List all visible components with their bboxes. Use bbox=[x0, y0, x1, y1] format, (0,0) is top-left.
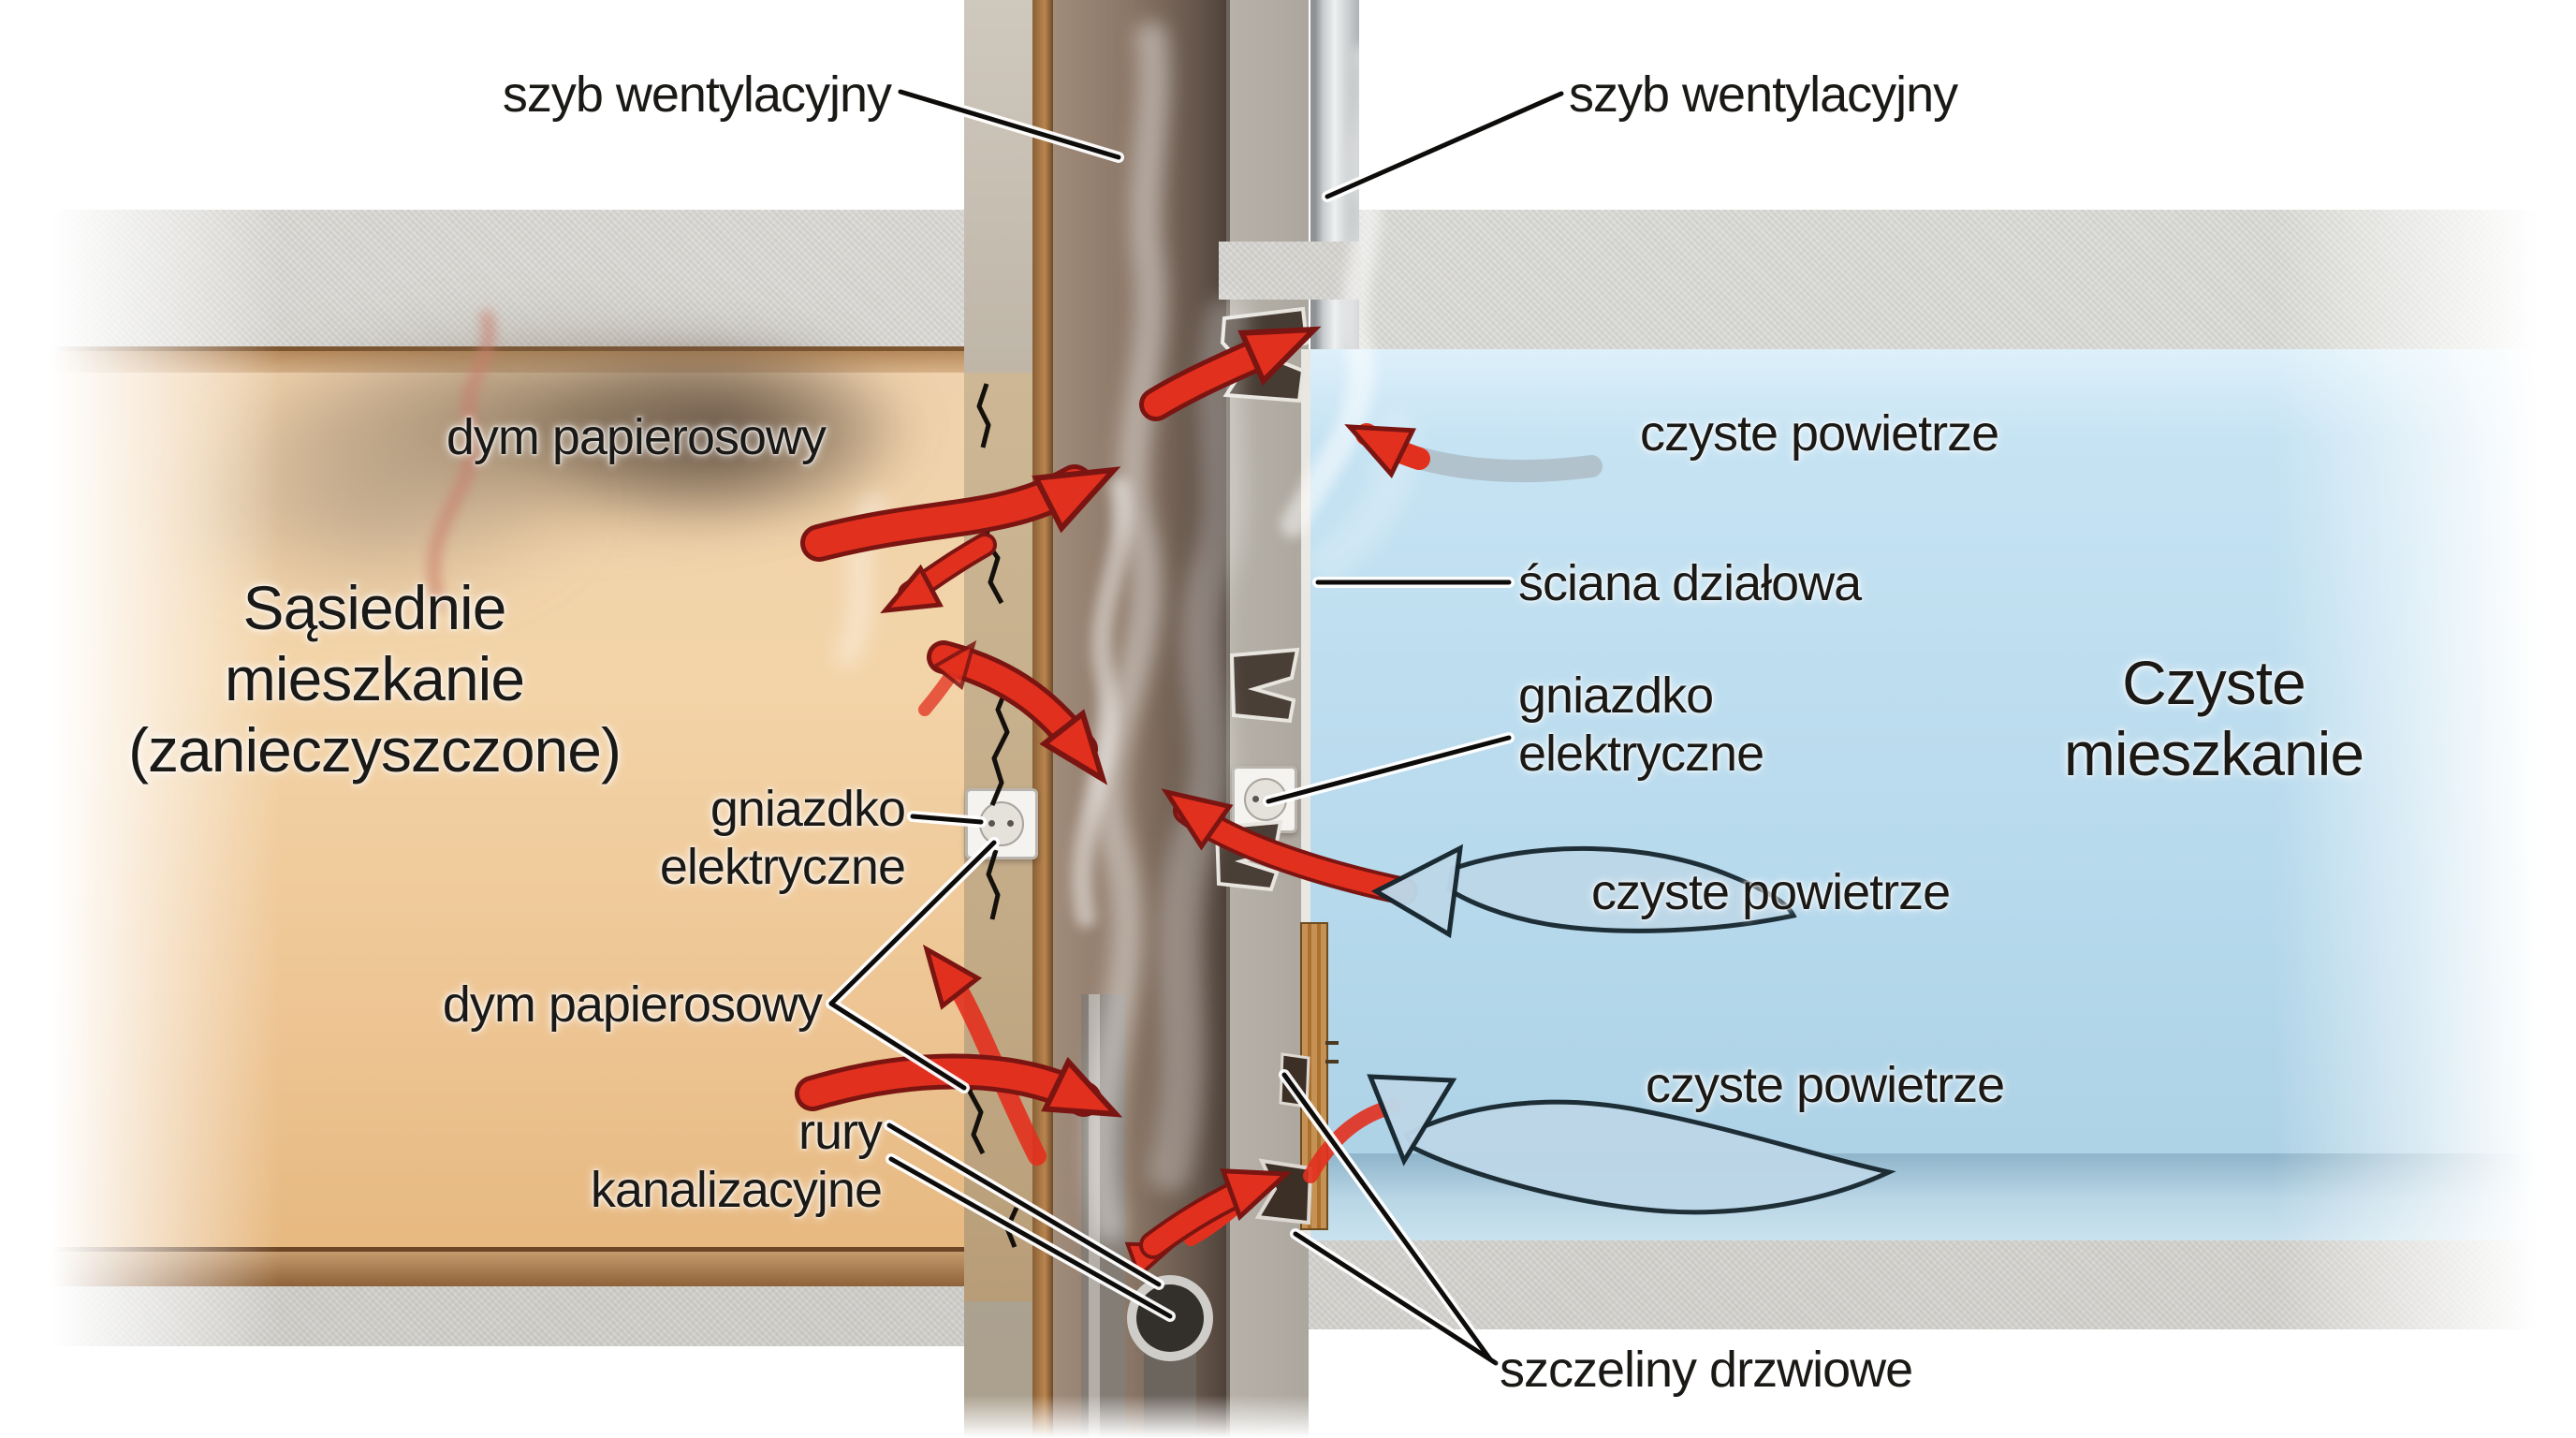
smoke-arrow-head bbox=[1039, 709, 1108, 785]
clean-air-arrows bbox=[1344, 423, 1896, 1215]
smoke-arrow-head bbox=[922, 944, 983, 1010]
label-shaft-right: szyb wentylacyjny bbox=[1569, 66, 1958, 123]
label-clean-air-1: czyste powietrze bbox=[1640, 405, 1999, 462]
smoke-wisp-clean-room bbox=[1281, 43, 1383, 537]
crack-icon bbox=[976, 383, 991, 448]
label-outlet-right: gniazdko elektryczne bbox=[1518, 668, 1764, 783]
smoke-wisp bbox=[1085, 22, 1170, 1242]
smoke-swirl-red bbox=[427, 310, 496, 610]
leader-door-gaps-2 bbox=[1293, 1231, 1499, 1366]
label-smoke-top: dym papierosowy bbox=[446, 409, 827, 465]
smoke-arrow-head bbox=[1237, 326, 1322, 387]
crack-icon bbox=[986, 849, 1001, 920]
door-hinge-marks bbox=[1325, 1041, 1339, 1045]
outlet-right-hole bbox=[1252, 796, 1259, 802]
leader-lines bbox=[826, 86, 1567, 1369]
outlet-left-socket bbox=[979, 801, 1024, 846]
room-left-title: Sąsiednie mieszkanie (zanieczyszczone) bbox=[128, 573, 622, 785]
smoke-wisp bbox=[1149, 297, 1250, 1192]
smoke-arrow-head bbox=[880, 564, 944, 614]
clean-air-arrow-head bbox=[1344, 424, 1417, 479]
smoke-arrow-head bbox=[931, 639, 977, 691]
smoke-arrows bbox=[795, 326, 1418, 1280]
leader-pipes-1 bbox=[886, 1123, 1162, 1287]
clean-air-arrow-head bbox=[1367, 1074, 1457, 1167]
leader-outlet-left bbox=[910, 814, 984, 825]
door-hinge-marks-2 bbox=[1325, 1060, 1339, 1064]
label-pipes: rury kanalizacyjne bbox=[590, 1104, 883, 1219]
outlet-left-hole-2 bbox=[1007, 820, 1014, 827]
clean-air-arrow-body bbox=[1402, 1099, 1896, 1215]
gap-upper-mid bbox=[1229, 647, 1300, 724]
outlet-left bbox=[965, 788, 1038, 859]
crack-icon bbox=[989, 681, 1012, 806]
leader-smoke-bottom-2 bbox=[828, 1001, 967, 1091]
label-outlet-left: gniazdko elektryczne bbox=[659, 781, 906, 896]
outlet-left-hole bbox=[988, 820, 995, 827]
leader-shaft-left bbox=[898, 89, 1121, 160]
wall-cracks bbox=[967, 383, 1019, 1248]
label-smoke-bottom: dym papierosowy bbox=[442, 976, 823, 1033]
room-right-title: Czyste mieszkanie bbox=[2063, 648, 2364, 788]
smoke-arrow-head bbox=[1041, 1056, 1123, 1118]
smoke-cloud-dark bbox=[524, 332, 917, 534]
leader-outlet-right bbox=[1266, 735, 1512, 804]
clean-air-arrow-head bbox=[1370, 844, 1464, 939]
smoke-arrow-head bbox=[1032, 466, 1121, 534]
label-door-gaps: szczeliny drzwiowe bbox=[1500, 1342, 1913, 1398]
leader-shaft-right bbox=[1325, 91, 1564, 199]
smoke-arrow-head bbox=[1220, 1168, 1293, 1222]
label-clean-air-2: czyste powietrze bbox=[1591, 864, 1951, 920]
label-clean-air-3: czyste powietrze bbox=[1646, 1057, 2005, 1113]
leader-door-gaps-1 bbox=[1281, 1072, 1493, 1362]
clean-air-arrow-body bbox=[1446, 845, 1797, 933]
label-partition: ściana działowa bbox=[1518, 555, 1862, 611]
leader-pipes-2 bbox=[888, 1156, 1173, 1319]
label-shaft-left: szyb wentylacyjny bbox=[502, 66, 892, 123]
leader-smoke-bottom-1 bbox=[828, 840, 997, 1006]
ceiling-junction-bar bbox=[1219, 242, 1361, 300]
sewage-pipe-vertical bbox=[1081, 994, 1125, 1438]
smoke-wisp bbox=[1072, 477, 1133, 928]
smoke-wisps bbox=[427, 22, 1417, 1242]
smoke-arrow-head bbox=[1161, 788, 1234, 851]
